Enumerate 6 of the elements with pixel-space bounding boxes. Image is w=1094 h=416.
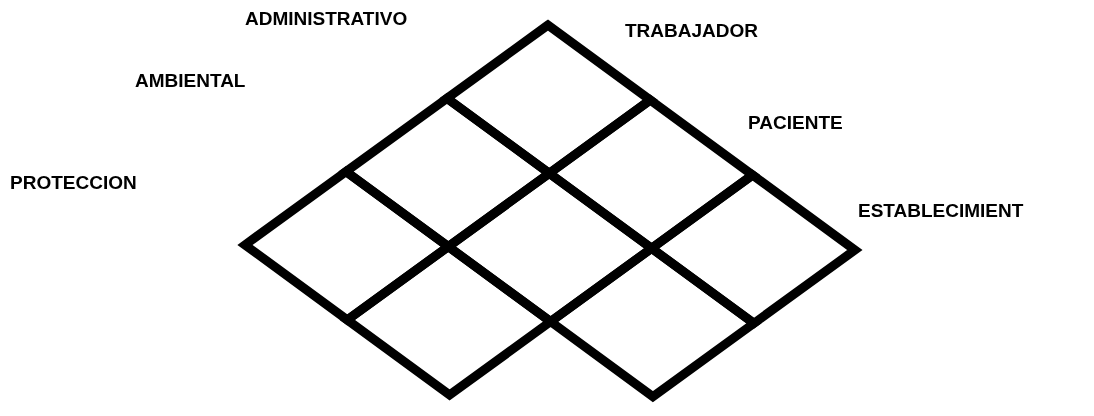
axis-label: ADMINISTRATIVO xyxy=(245,8,408,30)
axis-label: AMBIENTAL xyxy=(135,70,246,92)
axis-label: TRABAJADOR xyxy=(625,20,758,42)
axis-label: PACIENTE xyxy=(748,112,843,134)
axis-label: ESTABLECIMIENT xyxy=(858,200,1024,222)
axis-label: PROTECCION xyxy=(10,172,137,194)
